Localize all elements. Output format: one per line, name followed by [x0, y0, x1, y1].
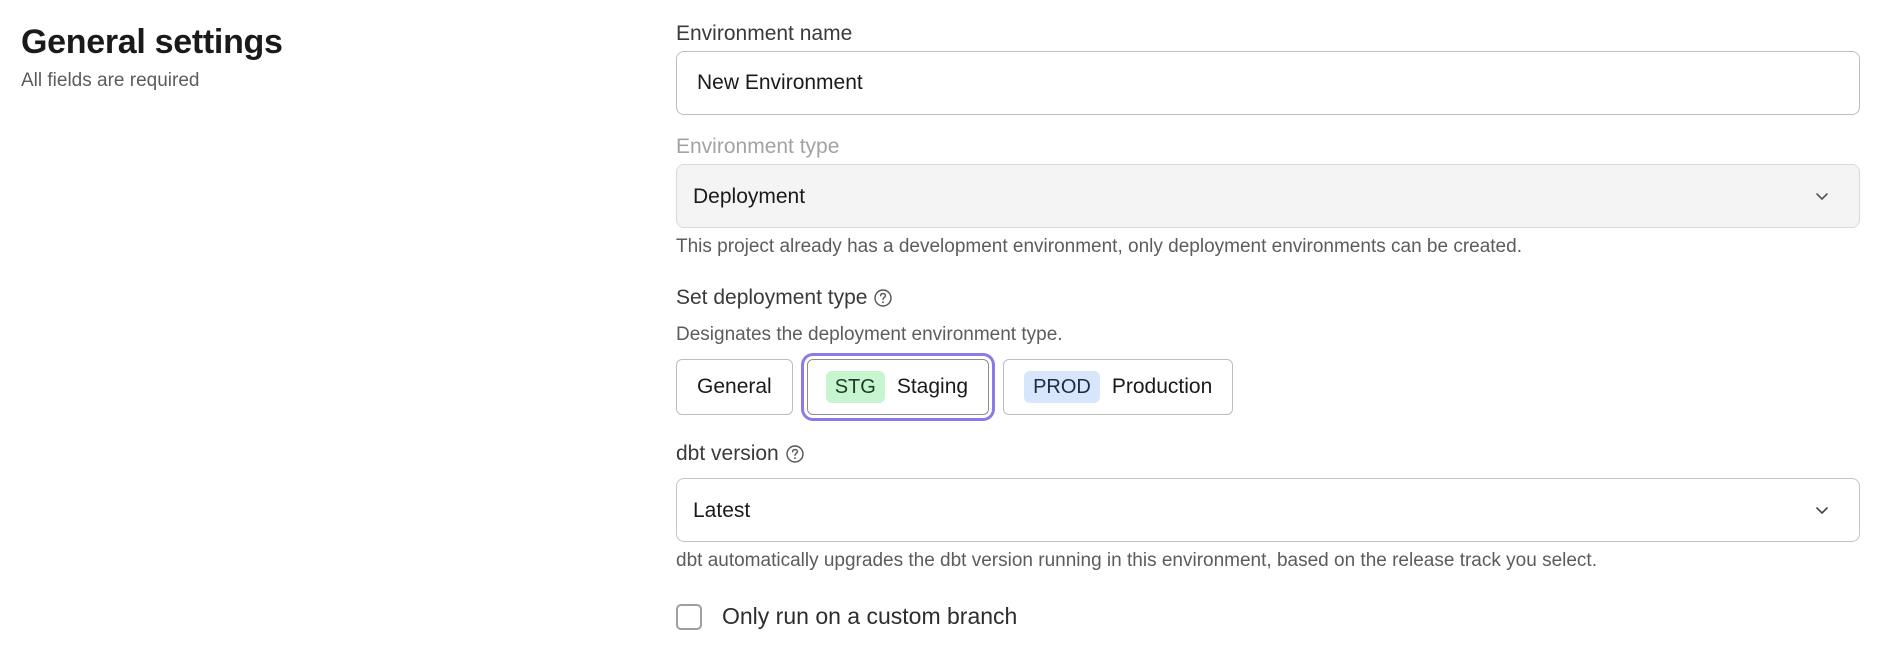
dbt-version-value: Latest: [693, 498, 751, 522]
section-header: General settings All fields are required: [21, 18, 283, 94]
page-title: General settings: [21, 23, 283, 61]
dbt-version-hint: dbt automatically upgrades the dbt versi…: [676, 550, 1597, 571]
page-subtitle: All fields are required: [21, 70, 200, 91]
option-label: Production: [1111, 375, 1213, 398]
stg-badge: STG: [825, 371, 885, 403]
help-circle-icon[interactable]: [785, 444, 805, 464]
help-circle-icon[interactable]: [873, 288, 893, 308]
custom-branch-label[interactable]: Only run on a custom branch: [722, 603, 1018, 629]
dbt-version-label: dbt version: [676, 442, 779, 465]
deployment-option-production[interactable]: PROD Production: [1003, 359, 1234, 415]
environment-type-hint: This project already has a development e…: [676, 236, 1522, 257]
custom-branch-row: Only run on a custom branch: [676, 603, 1017, 630]
deployment-option-general[interactable]: General: [676, 359, 793, 415]
environment-name-label: Environment name: [676, 22, 853, 45]
dbt-version-select[interactable]: Latest: [676, 478, 1860, 542]
deployment-type-label-row: Set deployment type: [676, 284, 893, 312]
environment-name-input[interactable]: New Environment: [676, 51, 1860, 115]
chevron-down-icon: [1816, 507, 1828, 514]
deployment-type-hint: Designates the deployment environment ty…: [676, 324, 1063, 345]
prod-badge: PROD: [1024, 371, 1100, 403]
option-label: General: [697, 375, 772, 398]
chevron-down-icon: [1816, 193, 1828, 200]
deployment-type-options: General STG Staging PROD Production: [676, 359, 1245, 415]
option-label: Staging: [896, 375, 969, 398]
environment-type-value: Deployment: [693, 184, 806, 208]
custom-branch-checkbox[interactable]: [676, 603, 702, 630]
deployment-option-staging[interactable]: STG Staging: [806, 359, 990, 415]
dbt-version-label-row: dbt version: [676, 440, 805, 468]
deployment-type-label: Set deployment type: [676, 286, 868, 309]
environment-type-select: Deployment: [676, 164, 1860, 228]
environment-type-label: Environment type: [676, 135, 840, 158]
